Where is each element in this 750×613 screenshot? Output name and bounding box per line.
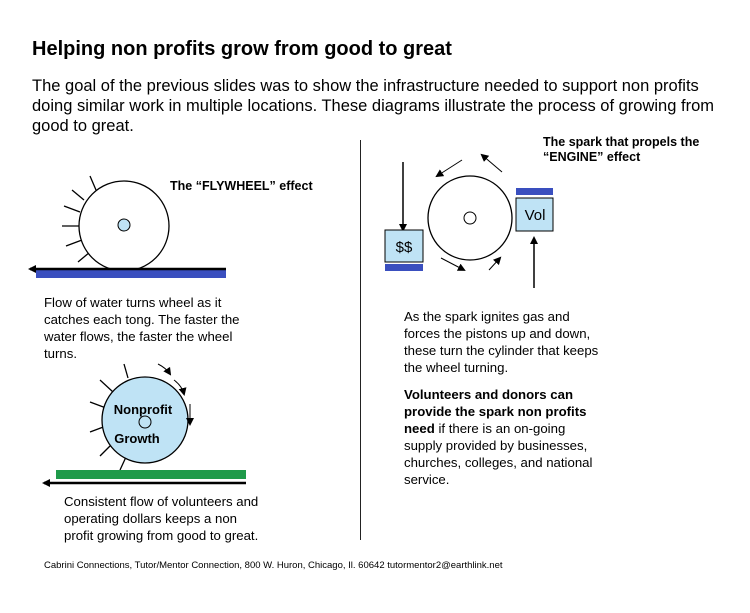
engine-heading-line2: “ENGINE” effect: [543, 150, 641, 164]
nonprofit-flow-bar: [56, 470, 246, 479]
engine-diagram: [384, 153, 554, 288]
volunteers-paragraph: Volunteers and donors can provide the sp…: [404, 386, 600, 488]
nonprofit-label-line1: Nonprofit: [114, 402, 173, 417]
rotation-arrow-1: [157, 363, 172, 376]
center-divider: [360, 140, 361, 540]
flywheel-label: The “FLYWHEEL” effect: [170, 179, 313, 193]
volunteers-bold-text: Volunteers and donors can provide the sp…: [404, 387, 587, 436]
dollar-box: [384, 229, 424, 263]
footer-contact: Cabrini Connections, Tutor/Mentor Connec…: [44, 560, 503, 571]
engine-arrow-bottom-right: [488, 256, 502, 271]
nonprofit-caption: Consistent flow of volunteers and operat…: [64, 494, 259, 543]
engine-arrow-top-right: [480, 153, 503, 173]
dollar-bar: [385, 264, 423, 271]
flywheel-water-bar: [36, 270, 226, 278]
engine-arrow-bottom-left: [440, 257, 466, 271]
flywheel-hub: [117, 218, 131, 232]
dollar-label: $$: [396, 239, 413, 256]
engine-caption: As the spark ignites gas and forces the …: [404, 309, 599, 375]
vol-label: Vol: [525, 207, 546, 224]
engine-wheel-hub: [463, 211, 477, 225]
flywheel-diagram: [28, 175, 226, 278]
intro-paragraph: The goal of the previous slides was to s…: [32, 77, 714, 135]
engine-heading-line1: The spark that propels the: [543, 135, 699, 149]
nonprofit-label-line2: Growth: [114, 431, 160, 446]
vol-box: [515, 197, 554, 232]
engine-arrow-top: [435, 159, 463, 178]
page-title: Helping non profits grow from good to gr…: [32, 38, 452, 60]
rotation-arrow-2: [173, 379, 187, 396]
flywheel-caption: Flow of water turns wheel as it catches …: [44, 295, 240, 361]
volunteers-rest-text: if there is an on-going supply provided …: [404, 421, 593, 487]
vol-bar: [516, 188, 553, 195]
nonprofit-wheel-hub: [138, 415, 152, 429]
nonprofit-wheel-diagram: [42, 363, 246, 487]
